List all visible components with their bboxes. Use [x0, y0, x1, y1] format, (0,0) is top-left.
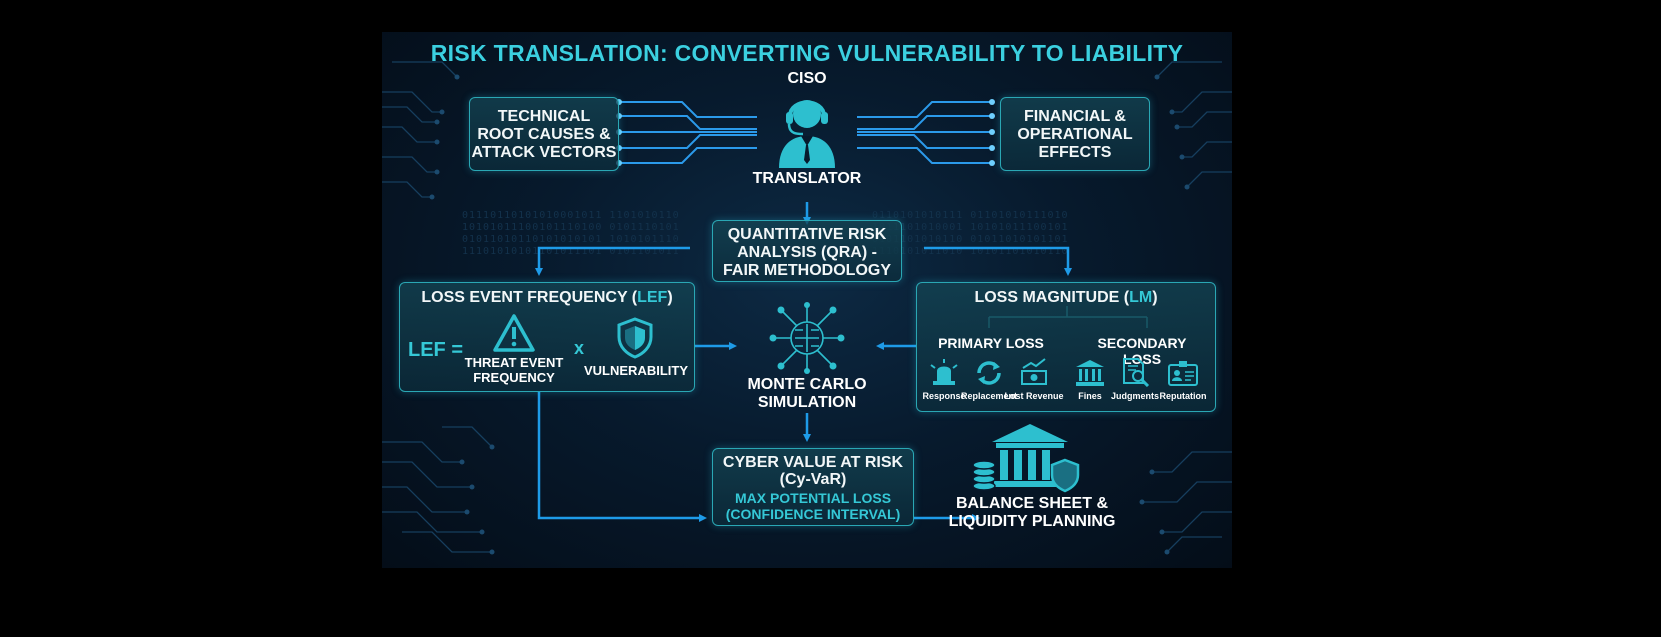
refresh-icon — [974, 359, 1004, 387]
lef-formula-label: LEF = — [408, 339, 463, 362]
lef-title: LOSS EVENT FREQUENCY (LEF) — [400, 289, 694, 307]
revenue-chart-icon — [1019, 357, 1049, 387]
bank-coins-shield-icon — [970, 422, 1080, 494]
shield-icon — [615, 317, 655, 359]
technical-line-2: ROOT CAUSES & — [470, 126, 618, 144]
times-symbol: x — [574, 338, 584, 359]
financial-line-1: FINANCIAL & — [1001, 108, 1149, 126]
cyvar-line-2: (Cy-VaR) — [713, 471, 913, 489]
document-magnifier-icon — [1120, 357, 1150, 387]
arrow-qra-to-lm — [924, 248, 1068, 273]
technical-root-causes-box: TECHNICAL ROOT CAUSES & ATTACK VECTORS — [469, 97, 619, 171]
translator-label: TRANSLATOR — [737, 170, 877, 188]
qra-line-1: QUANTITATIVE RISK — [713, 226, 901, 244]
ciso-label: CISO — [757, 70, 857, 88]
neural-network-icon — [765, 300, 849, 376]
cyber-value-at-risk-box: CYBER VALUE AT RISK (Cy-VaR) MAX POTENTI… — [712, 448, 914, 526]
id-card-icon — [1167, 359, 1199, 387]
technical-line-3: ATTACK VECTORS — [470, 144, 618, 162]
technical-line-1: TECHNICAL — [470, 108, 618, 126]
cyvar-sub-line-2: (CONFIDENCE INTERVAL) — [713, 506, 913, 522]
qra-line-2: ANALYSIS (QRA) - — [713, 244, 901, 262]
diagram-title: RISK TRANSLATION: CONVERTING VULNERABILI… — [382, 40, 1232, 67]
loss-magnitude-box: LOSS MAGNITUDE (LM) PRIMARY LOSS SECONDA… — [916, 282, 1216, 412]
arrow-qra-to-lef — [539, 248, 690, 273]
courthouse-icon — [1075, 359, 1105, 387]
loss-item-label: Lost Revenue — [1004, 391, 1064, 401]
primary-loss-label: PRIMARY LOSS — [931, 335, 1051, 351]
financial-line-3: EFFECTS — [1001, 144, 1149, 162]
alarm-siren-icon — [929, 359, 959, 387]
balance-sheet-label: BALANCE SHEET &LIQUIDITY PLANNING — [942, 495, 1122, 531]
arrow-lef-to-cyvar — [539, 392, 704, 518]
loss-event-frequency-box: LOSS EVENT FREQUENCY (LEF) LEF = THREAT … — [399, 282, 695, 392]
qra-line-3: FAIR METHODOLOGY — [713, 262, 901, 280]
cyvar-line-1: CYBER VALUE AT RISK — [713, 454, 913, 472]
financial-line-2: OPERATIONAL — [1001, 126, 1149, 144]
loss-item-label: Reputation — [1153, 391, 1213, 401]
vulnerability-label: VULNERABILITY — [580, 363, 692, 378]
cyvar-sub-line-1: MAX POTENTIAL LOSS — [713, 490, 913, 506]
financial-operational-box: FINANCIAL & OPERATIONAL EFFECTS — [1000, 97, 1150, 171]
lm-title: LOSS MAGNITUDE (LM) — [917, 289, 1215, 307]
diagram-panel: 01110110101010001011 1101010110 10101011… — [382, 32, 1232, 568]
headset-person-icon — [767, 90, 847, 170]
qra-box: QUANTITATIVE RISK ANALYSIS (QRA) - FAIR … — [712, 220, 902, 282]
warning-triangle-icon — [492, 313, 536, 353]
